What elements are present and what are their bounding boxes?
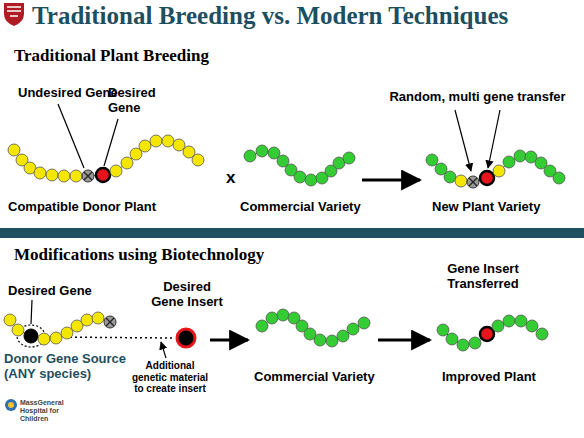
gene-bead xyxy=(50,332,62,344)
gene-bead xyxy=(457,339,469,351)
gene-bead xyxy=(256,320,268,332)
gene-bead xyxy=(553,172,565,184)
section-heading: Traditional Plant Breeding xyxy=(14,46,209,66)
leader-line xyxy=(58,104,84,168)
leader-arrow xyxy=(161,342,166,358)
gene-bead xyxy=(244,150,256,162)
gene-bead xyxy=(536,328,548,340)
gene-bead xyxy=(469,337,481,349)
gene-bead xyxy=(437,324,449,336)
gene-bead xyxy=(455,175,467,187)
leader-line xyxy=(31,300,32,324)
gene-bead xyxy=(192,154,204,166)
leader-arrow xyxy=(455,110,471,171)
gene-bead xyxy=(139,140,151,152)
cross-mark xyxy=(469,178,477,186)
gene-bead xyxy=(70,170,82,182)
plant-caption: Improved Plant xyxy=(442,370,536,385)
gene-bead xyxy=(294,171,306,183)
gene-bead xyxy=(358,317,370,329)
gene-bead xyxy=(314,334,326,346)
divider-band xyxy=(0,228,584,238)
gene-bead xyxy=(492,320,504,332)
gene-bead xyxy=(150,135,162,147)
gene-bead xyxy=(46,169,58,181)
gene-bead xyxy=(426,154,438,166)
gene-bead xyxy=(503,156,515,168)
gene-bead xyxy=(34,167,46,179)
gene-bead xyxy=(61,327,73,339)
plant-caption: Commercial Variety xyxy=(240,200,361,215)
desired-gene-bead xyxy=(480,171,494,185)
gene-insert-bead xyxy=(177,329,195,347)
gene-bead xyxy=(12,324,24,336)
gene-bead xyxy=(121,157,133,169)
gene-bead xyxy=(256,145,268,157)
gene-bead xyxy=(92,312,104,324)
gene-bead xyxy=(58,170,70,182)
gene-bead xyxy=(173,139,185,151)
gene-label: Desired Gene xyxy=(8,284,92,299)
logo-text: MassGeneral Hospital for Children xyxy=(20,399,82,423)
plant-caption: New Plant Variety xyxy=(432,200,540,215)
cross-mark xyxy=(106,318,114,326)
leader-line xyxy=(104,119,118,166)
gene-label: Undesired Gene xyxy=(18,86,118,101)
gene-label: Desired Gene Insert xyxy=(146,280,228,310)
gene-bead xyxy=(305,174,317,186)
gene-bead xyxy=(81,314,93,326)
cross-symbol: x xyxy=(226,168,235,188)
gene-bead xyxy=(343,152,355,164)
gene-bead xyxy=(526,320,538,332)
gene-bead xyxy=(503,315,515,327)
undesired-gene-bead xyxy=(82,170,94,182)
gene-bead xyxy=(337,330,349,342)
undesired-gene-bead xyxy=(467,176,479,188)
gene-bead xyxy=(4,314,16,326)
gene-bead xyxy=(515,315,527,327)
process-arrow xyxy=(210,339,248,342)
leader-arrow xyxy=(488,110,500,168)
logo-detail xyxy=(7,7,21,16)
gene-bead xyxy=(277,309,289,321)
logo-shield xyxy=(4,3,24,26)
gene-chains xyxy=(4,135,565,351)
gene-label: Desired Gene xyxy=(108,86,166,116)
mgh-logo xyxy=(5,399,17,411)
gene-bead xyxy=(347,323,359,335)
plant-caption: Commercial Variety xyxy=(254,370,375,385)
gene-bead xyxy=(8,144,20,156)
undesired-gene-bead xyxy=(104,316,116,328)
gene-bead xyxy=(446,333,458,345)
desired-gene-bead xyxy=(96,168,110,182)
gene-bead xyxy=(444,171,456,183)
gene-bead xyxy=(326,335,338,347)
donor-gene-bead xyxy=(24,329,38,343)
source-label: Donor Gene Source (ANY species) xyxy=(4,352,134,382)
process-arrow xyxy=(378,339,430,342)
gene-bead xyxy=(493,165,505,177)
gene-bead xyxy=(162,135,174,147)
gene-bead xyxy=(514,150,526,162)
gene-label: Gene Insert Transferred xyxy=(428,262,538,292)
process-arrow xyxy=(362,179,420,182)
gene-bead xyxy=(38,333,50,345)
section-heading: Modifications using Biotechnology xyxy=(14,245,264,265)
gene-bead xyxy=(266,312,278,324)
desired-gene-bead xyxy=(480,327,494,341)
transfer-label: Random, multi gene transfer xyxy=(375,90,580,105)
cross-mark xyxy=(84,172,92,180)
slide-title: Traditional Breeding vs. Modern Techniqu… xyxy=(32,2,508,31)
plant-caption: Compatible Donor Plant xyxy=(8,200,156,215)
note-label: Additional genetic material to create in… xyxy=(130,360,210,395)
gene-bead xyxy=(110,165,122,177)
